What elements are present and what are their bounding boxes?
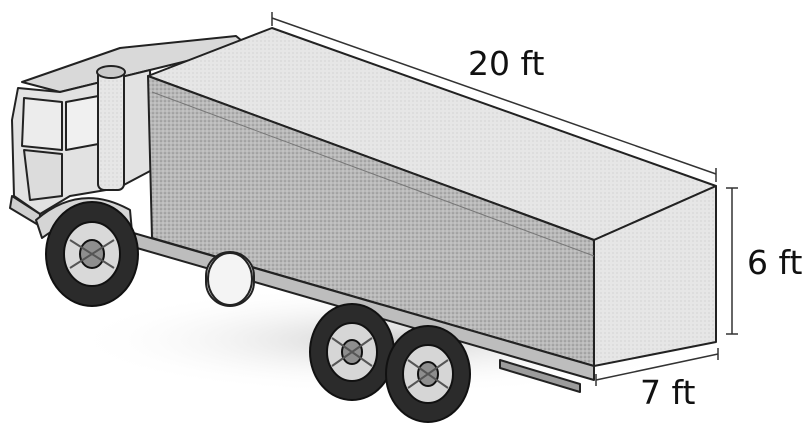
truck-cab [9,35,249,239]
rear-wheel-front [309,303,395,401]
dimension-line-width [595,348,719,386]
dimension-line-length [271,12,717,182]
dimension-line-height [726,187,738,335]
height-label: 6 ft [747,243,803,282]
front-wheel [45,201,139,307]
length-label: 20 ft [468,44,545,83]
cargo-box [147,27,717,367]
width-label: 7 ft [640,373,696,412]
rear-wheel-back [385,325,471,423]
